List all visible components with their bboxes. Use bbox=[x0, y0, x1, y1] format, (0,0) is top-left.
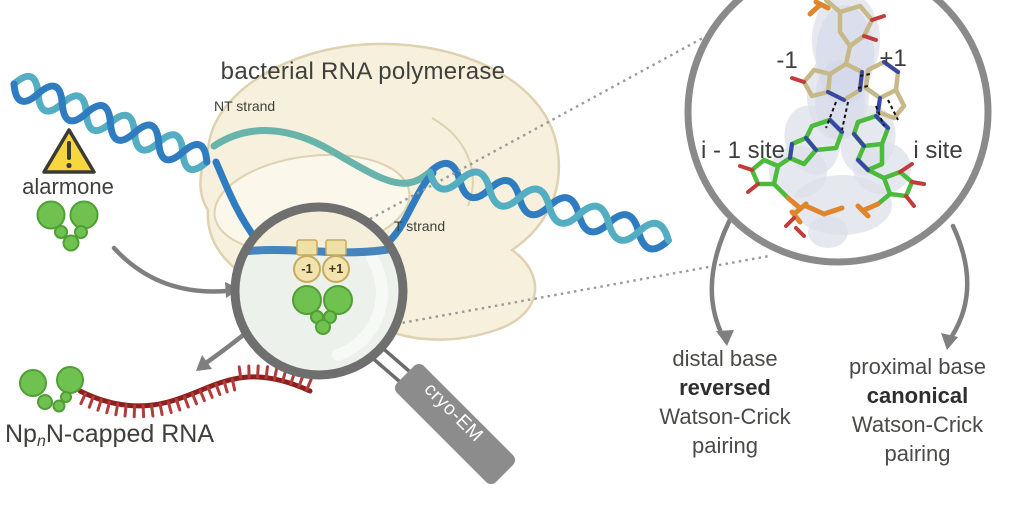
magnifier-icon bbox=[230, 202, 516, 485]
magnifier-ring bbox=[230, 202, 408, 380]
zoom-cone-icon bbox=[369, 31, 770, 326]
rna-tooth bbox=[237, 365, 243, 380]
rna-tooth bbox=[166, 400, 173, 414]
distal-arrow bbox=[709, 207, 738, 346]
downstream-dna-helix bbox=[426, 159, 672, 253]
hydrogen-bonds bbox=[825, 73, 899, 131]
stick-model-top bbox=[790, 0, 907, 121]
page-title: bacterial RNA polymerase bbox=[220, 58, 506, 85]
proximal-line2: canonical bbox=[866, 383, 969, 408]
rna-tooth bbox=[79, 392, 87, 406]
lens-plus1-label: +1 bbox=[328, 261, 344, 276]
proximal-line1: proximal base bbox=[849, 354, 986, 379]
upstream-dna-helix bbox=[10, 72, 211, 174]
rna-tooth bbox=[174, 398, 182, 412]
distal-line4: pairing bbox=[691, 433, 759, 458]
rna-tooth bbox=[198, 388, 206, 403]
rna-tooth bbox=[105, 400, 111, 415]
nt-strand-label: NT strand bbox=[214, 98, 276, 114]
rna-tooth bbox=[230, 377, 237, 392]
npn-capped-rna-label: NpnN-capped RNA bbox=[5, 420, 214, 451]
magnifier-handle bbox=[394, 363, 516, 485]
rna-tooth bbox=[222, 380, 229, 394]
proximal-line4: pairing bbox=[884, 441, 951, 466]
rna-tooth bbox=[150, 403, 155, 418]
capped-rna-icon bbox=[19, 364, 313, 419]
distal-line1: distal base bbox=[672, 346, 778, 371]
proximal-arrow bbox=[941, 223, 970, 350]
rna-tooth bbox=[123, 403, 128, 418]
npn-prefix: Np bbox=[5, 420, 37, 448]
rna-tooth bbox=[214, 382, 222, 396]
i-site-label: i site bbox=[913, 137, 963, 164]
rna-tooth bbox=[141, 404, 146, 419]
distal-line2: reversed bbox=[679, 375, 771, 400]
npn-suffix: N-capped RNA bbox=[45, 420, 215, 448]
rna-tooth bbox=[96, 398, 103, 412]
npn-subscript: n bbox=[36, 433, 46, 450]
circle-plus1-label: +1 bbox=[879, 45, 907, 72]
lens-minus1-label: -1 bbox=[301, 261, 313, 276]
rna-tooth bbox=[87, 395, 95, 409]
rna-tooth bbox=[264, 365, 269, 380]
distal-annotation: distal base reversed Watson-Crick pairin… bbox=[650, 344, 800, 460]
rna-tooth bbox=[182, 395, 190, 409]
nt-strand-path bbox=[210, 127, 436, 187]
i-minus-1-site-label: i - 1 site bbox=[700, 137, 786, 164]
rna-tooth bbox=[256, 364, 260, 379]
t-strand-label: T strand bbox=[394, 218, 446, 234]
proximal-line3: Watson-Crick bbox=[851, 412, 984, 437]
rna-tooth bbox=[114, 402, 120, 417]
distal-line3: Watson-Crick bbox=[659, 404, 791, 429]
alarmone-molecule-icon bbox=[36, 200, 99, 252]
rna-tooth bbox=[305, 378, 313, 392]
stick-model-bottom bbox=[738, 113, 926, 238]
rna-tooth bbox=[273, 366, 279, 381]
rna-tooth bbox=[206, 385, 214, 399]
alarmone-label: alarmone bbox=[22, 174, 114, 199]
rna-tooth bbox=[190, 392, 198, 406]
alarmone-group bbox=[36, 128, 99, 252]
detail-circle bbox=[684, 0, 992, 266]
rna-tooth bbox=[158, 402, 164, 417]
proximal-annotation: proximal base canonical Watson-Crick pai… bbox=[840, 352, 995, 468]
circle-minus1-label: -1 bbox=[776, 47, 798, 74]
